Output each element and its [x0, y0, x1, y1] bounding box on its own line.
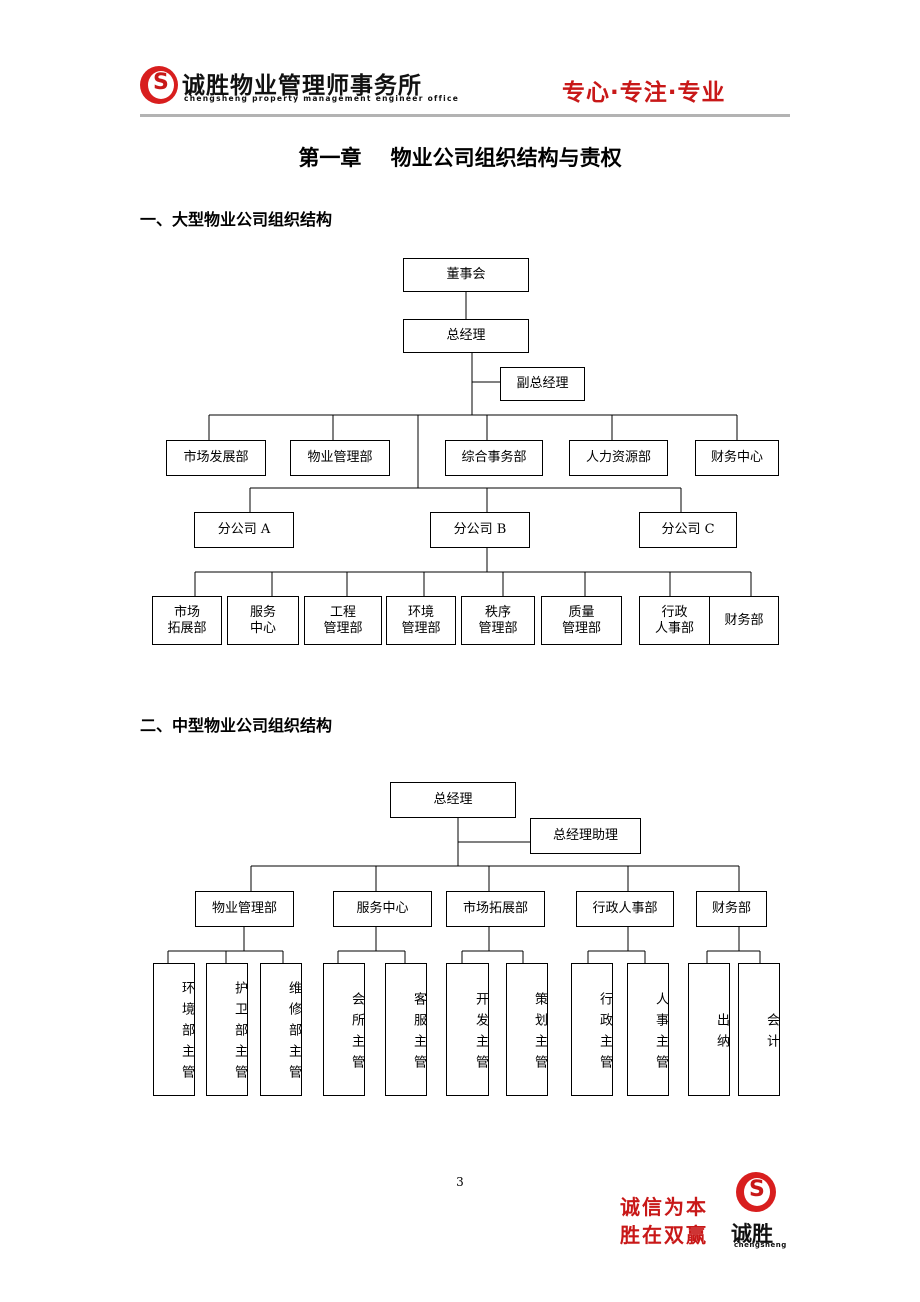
org2-dept-box: 市场拓展部	[446, 891, 545, 927]
page-number: 3	[456, 1175, 464, 1189]
footer-brand: 诚胜	[731, 1222, 773, 1246]
org1-dept-box: 综合事务部	[445, 440, 543, 476]
logo-subtitle: chengsheng property management engineer …	[184, 94, 460, 103]
org1-dept-box: 物业管理部	[290, 440, 390, 476]
header-divider	[140, 114, 790, 117]
section2-heading: 二、中型物业公司组织结构	[140, 716, 333, 735]
org1-dept-box: 财务中心	[695, 440, 779, 476]
org2-leaf-box: 会所主管	[323, 963, 365, 1096]
org2-gm-box: 总经理	[390, 782, 516, 818]
org1-gm-box: 总经理	[403, 319, 529, 353]
org2-leaf-box: 人事主管	[627, 963, 669, 1096]
header-slogan: 专心·专注·专业	[562, 80, 726, 106]
org2-leaf-box: 开发主管	[446, 963, 489, 1096]
org1-branch-box: 分公司 A	[194, 512, 294, 548]
org1-subdept-box: 服务 中心	[227, 596, 299, 645]
org2-leaf-box: 护卫部主管	[206, 963, 248, 1096]
org1-dept-box: 人力资源部	[569, 440, 668, 476]
org2-leaf-box: 维修部主管	[260, 963, 302, 1096]
org2-leaf-box: 会计	[738, 963, 780, 1096]
org1-board-box: 董事会	[403, 258, 529, 292]
org2-dept-box: 物业管理部	[195, 891, 294, 927]
org1-vgm-box: 副总经理	[500, 367, 585, 401]
org2-assistant-box: 总经理助理	[530, 818, 641, 854]
chapter-title: 第一章 物业公司组织结构与责权	[298, 146, 622, 170]
org2-leaf-box: 行政主管	[571, 963, 613, 1096]
org1-subdept-box: 工程 管理部	[304, 596, 382, 645]
org1-branch-box: 分公司 B	[430, 512, 530, 548]
company-logo: S 诚胜物业管理师事务所 chengsheng property managem…	[140, 64, 458, 108]
org2-dept-box: 服务中心	[333, 891, 432, 927]
footer-brand-sub: chengsheng	[734, 1241, 787, 1249]
footer-logo-icon: S	[736, 1172, 776, 1212]
org2-leaf-box: 环境部主管	[153, 963, 195, 1096]
footer-motto: 诚信为本 胜在双赢	[620, 1195, 708, 1247]
org2-leaf-box: 客服主管	[385, 963, 427, 1096]
org2-leaf-box: 策划主管	[506, 963, 548, 1096]
org2-leaf-box: 出纳	[688, 963, 730, 1096]
org1-subdept-box: 质量 管理部	[541, 596, 622, 645]
org1-branch-box: 分公司 C	[639, 512, 737, 548]
logo-title: 诚胜物业管理师事务所	[182, 73, 422, 99]
org1-dept-box: 市场发展部	[166, 440, 266, 476]
logo-emblem-icon: S	[140, 66, 178, 104]
org2-dept-box: 行政人事部	[576, 891, 674, 927]
org1-subdept-box: 财务部	[709, 596, 779, 645]
org1-subdept-box: 秩序 管理部	[461, 596, 535, 645]
org1-subdept-box: 市场 拓展部	[152, 596, 222, 645]
org1-subdept-box: 行政 人事部	[639, 596, 710, 645]
org1-subdept-box: 环境 管理部	[386, 596, 456, 645]
org2-dept-box: 财务部	[696, 891, 767, 927]
section1-heading: 一、大型物业公司组织结构	[140, 210, 333, 229]
